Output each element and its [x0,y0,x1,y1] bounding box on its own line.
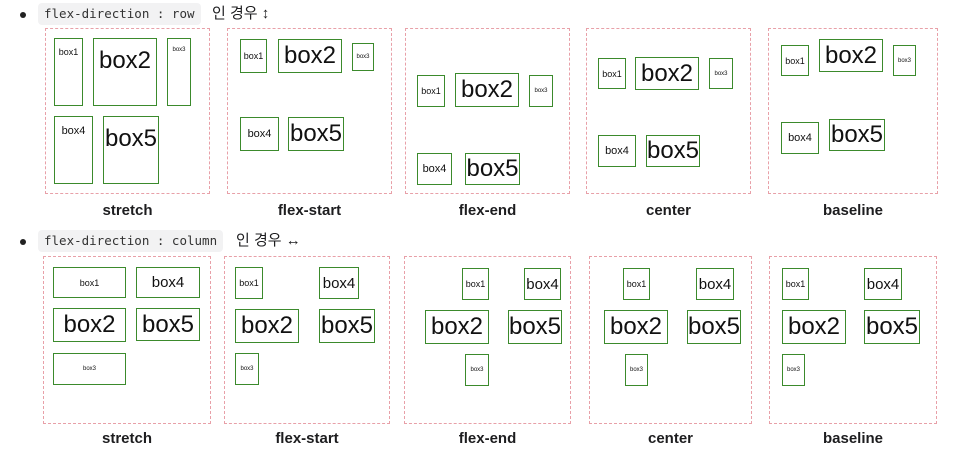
box4: box4 [864,268,902,300]
caption-flex-start: flex-start [277,202,342,219]
box2: box2 [278,39,342,73]
box2: box2 [425,310,489,344]
box3: box3 [53,353,126,385]
box3: box3 [782,354,805,386]
box3: box3 [465,354,489,386]
box1: box1 [781,45,809,76]
box3: box3 [352,43,374,71]
box5: box5 [136,308,200,341]
box3: box3 [529,75,553,107]
box2: box2 [604,310,668,344]
code-flex-direction-column: flex-direction : column [38,230,224,252]
column-panel-flex-end: box1 box2 box3 box4 box5 [404,256,571,424]
row-panel-baseline: box1 box2 box3 box4 box5 [768,28,938,194]
caption-baseline: baseline [822,430,884,447]
box2: box2 [819,39,883,72]
box5: box5 [465,153,520,185]
row-panel-flex-start: box1 box2 box3 box4 box5 [227,28,392,194]
box1: box1 [235,267,263,299]
box1: box1 [417,75,445,107]
box5: box5 [646,135,700,167]
box3: box3 [625,354,648,386]
column-panel-stretch: box1 box2 box3 box4 box5 [43,256,211,424]
caption-center: center [647,430,694,447]
box1: box1 [53,267,126,298]
box2: box2 [455,73,519,107]
box4: box4 [598,135,636,167]
box2: box2 [235,309,299,343]
box1: box1 [462,268,489,300]
column-panel-center: box1 box2 box3 box4 box5 [589,256,752,424]
box1: box1 [623,268,650,300]
box2: box2 [53,308,126,342]
box4: box4 [781,122,819,154]
box2: box2 [635,57,699,90]
box1: box1 [782,268,809,300]
box2: box2 [782,310,846,344]
box5: box5 [508,310,562,344]
box5: box5 [864,310,920,344]
box3: box3 [709,58,733,89]
code-flex-direction-row: flex-direction : row [38,3,201,25]
box5: box5 [103,116,159,184]
box4: box4 [54,116,93,184]
row-panel-stretch: box1 box2 box3 box4 box5 [45,28,210,194]
box1: box1 [54,38,83,106]
box4: box4 [417,153,452,185]
bullet-column [20,239,26,245]
column-heading-suffix: 인 경우 ↔ [236,232,301,249]
column-panel-flex-start: box1 box2 box3 box4 box5 [224,256,390,424]
caption-baseline: baseline [822,202,884,219]
box3: box3 [893,45,916,76]
box4: box4 [136,267,200,298]
box4: box4 [524,268,561,300]
box4: box4 [696,268,734,300]
row-panel-center: box1 box2 box3 box4 box5 [586,28,751,194]
caption-stretch: stretch [102,202,153,219]
caption-center: center [645,202,692,219]
box3: box3 [167,38,191,106]
caption-flex-end: flex-end [458,430,517,447]
box5: box5 [288,117,344,151]
box5: box5 [687,310,741,344]
caption-flex-start: flex-start [275,430,339,447]
box5: box5 [319,309,375,343]
box1: box1 [240,39,267,73]
caption-flex-end: flex-end [458,202,517,219]
row-panel-flex-end: box1 box2 box3 box4 box5 [405,28,570,194]
box5: box5 [829,119,885,151]
bullet-row [20,12,26,18]
box3: box3 [235,353,259,385]
box2: box2 [93,38,157,106]
column-panel-baseline: box1 box2 box3 box4 box5 [769,256,937,424]
caption-stretch: stretch [101,430,153,447]
box4: box4 [240,117,279,151]
box1: box1 [598,58,626,89]
row-heading-suffix: 인 경우 ↕ [212,5,270,22]
box4: box4 [319,267,359,299]
